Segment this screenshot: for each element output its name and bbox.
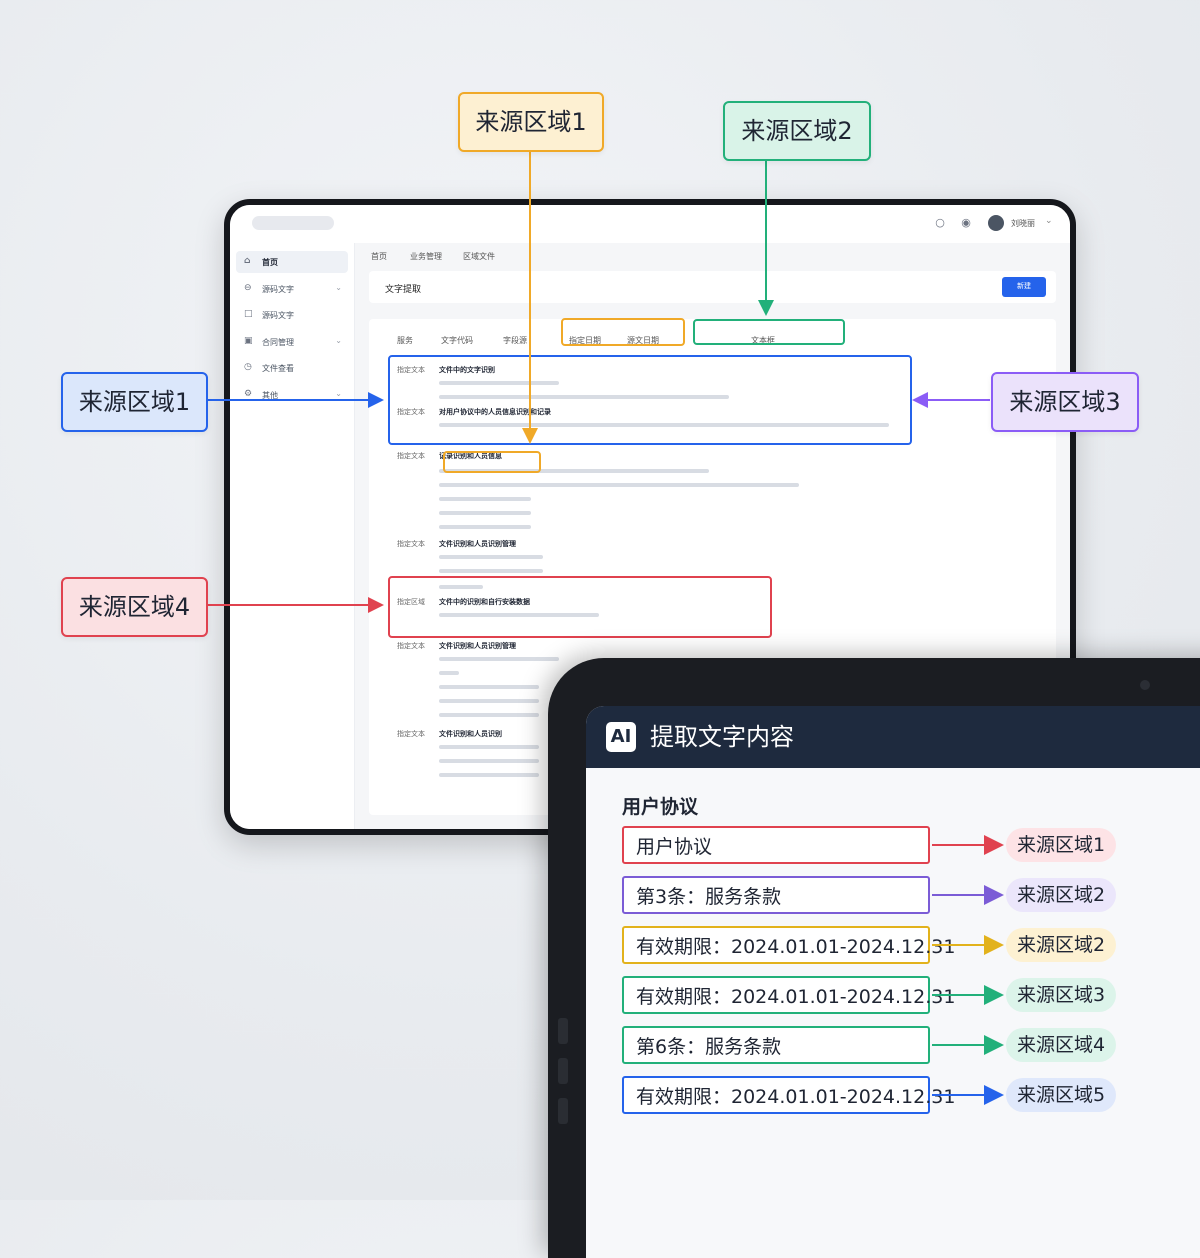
chevron-down-icon: ⌄	[335, 389, 342, 398]
circle-icon: ⊖	[244, 283, 252, 293]
callout-source-4: 来源区域4	[61, 577, 208, 637]
sidebar-item-label: 源码文字	[262, 311, 294, 320]
bell-icon[interactable]: ○	[935, 216, 945, 229]
breadcrumb-files[interactable]: 区域文件	[463, 252, 495, 261]
row-label: 指定文本	[397, 540, 425, 548]
camera-icon	[1140, 680, 1150, 690]
tab-source-date[interactable]: 源文日期	[627, 336, 659, 345]
callout-source-1-left: 来源区域1	[61, 372, 208, 432]
result-item[interactable]: 有效期限：2024.01.01-2024.12.31	[622, 926, 955, 964]
row-title: 记录识别和人员信息	[439, 452, 502, 460]
sidebar-item-label: 文件查看	[262, 364, 294, 373]
source-tag[interactable]: 来源区域5	[1006, 1078, 1116, 1112]
callout-source-3: 来源区域3	[991, 372, 1139, 432]
row-label: 指定文本	[397, 408, 425, 416]
tab-textbox[interactable]: 文本框	[751, 336, 775, 345]
home-icon: ⌂	[244, 256, 251, 266]
row-title: 对用户协议中的人员信息识别和记录	[439, 408, 551, 416]
chevron-down-icon: ⌄	[335, 283, 342, 292]
result-item[interactable]: 有效期限：2024.01.01-2024.12.31	[622, 976, 955, 1014]
sidebar-item-label: 首页	[262, 258, 278, 267]
new-button[interactable]: 新建	[1002, 277, 1046, 297]
side-button	[558, 1058, 568, 1084]
callout-source-2: 来源区域2	[723, 101, 871, 161]
username[interactable]: 刘晓丽	[1011, 219, 1035, 228]
source-tag[interactable]: 来源区域1	[1006, 828, 1116, 862]
ai-badge-icon: AI	[606, 722, 636, 752]
highlight-source-2	[693, 319, 845, 345]
callout-source-1-top: 来源区域1	[458, 92, 604, 152]
result-item[interactable]: 第3条：服务条款	[622, 876, 930, 914]
tab-date[interactable]: 指定日期	[569, 336, 601, 345]
row-label: 指定文本	[397, 642, 425, 650]
tab-text-code[interactable]: 文字代码	[441, 336, 473, 345]
sidebar-item-label: 合同管理	[262, 338, 294, 347]
tab-service[interactable]: 服务	[397, 336, 413, 345]
row-label: 指定文本	[397, 730, 425, 738]
notification-icon[interactable]: ◉	[961, 216, 971, 229]
chevron-down-icon[interactable]: ⌄	[1045, 216, 1053, 226]
row-title: 文件中的文字识别	[439, 366, 495, 374]
sidebar-item-source-text[interactable]: ⊖ 源码文字 ⌄	[236, 278, 348, 300]
chevron-down-icon: ⌄	[335, 336, 342, 345]
result-arrows	[932, 835, 1004, 1105]
row-title: 文件识别和人员识别管理	[439, 642, 516, 650]
app-logo	[252, 216, 334, 230]
source-tag[interactable]: 来源区域2	[1006, 928, 1116, 962]
settings-icon: ⚙	[244, 389, 253, 399]
breadcrumb-business[interactable]: 业务管理	[410, 252, 442, 261]
sidebar-item-other[interactable]: ⚙ 其他 ⌄	[236, 384, 348, 406]
page-header-card: 文字提取 新建	[369, 271, 1056, 303]
highlight-source-4	[388, 576, 772, 638]
source-tag[interactable]: 来源区域2	[1006, 878, 1116, 912]
row-label: 指定区域	[397, 598, 425, 606]
doc-icon: □	[244, 309, 253, 319]
sidebar-item-source-text-2[interactable]: □ 源码文字	[236, 304, 348, 326]
highlight-source-1-line	[443, 451, 541, 473]
breadcrumb-home[interactable]: 首页	[371, 252, 387, 261]
side-button	[558, 1018, 568, 1044]
clock-icon: ◷	[244, 362, 252, 372]
side-button	[558, 1098, 568, 1124]
row-label: 指定文本	[397, 366, 425, 374]
highlight-source-1	[388, 355, 912, 445]
box-icon: ▣	[244, 336, 253, 346]
row-title: 文件中的识别和自行安装数据	[439, 598, 530, 606]
source-tag[interactable]: 来源区域4	[1006, 1028, 1116, 1062]
avatar[interactable]	[988, 215, 1004, 231]
result-item[interactable]: 用户协议	[622, 826, 930, 864]
top-bar: ○ ◉ 刘晓丽 ⌄	[230, 205, 1070, 244]
row-title: 文件识别和人员识别管理	[439, 540, 516, 548]
sidebar-item-files[interactable]: ◷ 文件查看	[236, 357, 348, 379]
source-tag[interactable]: 来源区域3	[1006, 978, 1116, 1012]
sidebar-item-home[interactable]: ⌂ 首页	[236, 251, 348, 273]
row-title: 文件识别和人员识别	[439, 730, 502, 738]
result-heading: 用户协议	[622, 796, 699, 818]
sidebar: ⌂ 首页 ⊖ 源码文字 ⌄ □ 源码文字 ▣ 合同管理 ⌄ ◷ 文件查看 ⚙ 其…	[230, 243, 355, 829]
panel-title: 提取文字内容	[650, 723, 794, 751]
sidebar-item-label: 其他	[262, 391, 278, 400]
result-item[interactable]: 第6条：服务条款	[622, 1026, 930, 1064]
highlight-source-1-tabs	[561, 318, 685, 346]
sidebar-item-label: 源码文字	[262, 285, 294, 294]
result-item[interactable]: 有效期限：2024.01.01-2024.12.31	[622, 1076, 955, 1114]
panel-header: AI 提取文字内容	[586, 706, 1200, 768]
page-title: 文字提取	[385, 285, 422, 295]
sidebar-item-contracts[interactable]: ▣ 合同管理 ⌄	[236, 331, 348, 353]
row-label: 指定文本	[397, 452, 425, 460]
tab-field-source[interactable]: 字段源	[503, 336, 527, 345]
